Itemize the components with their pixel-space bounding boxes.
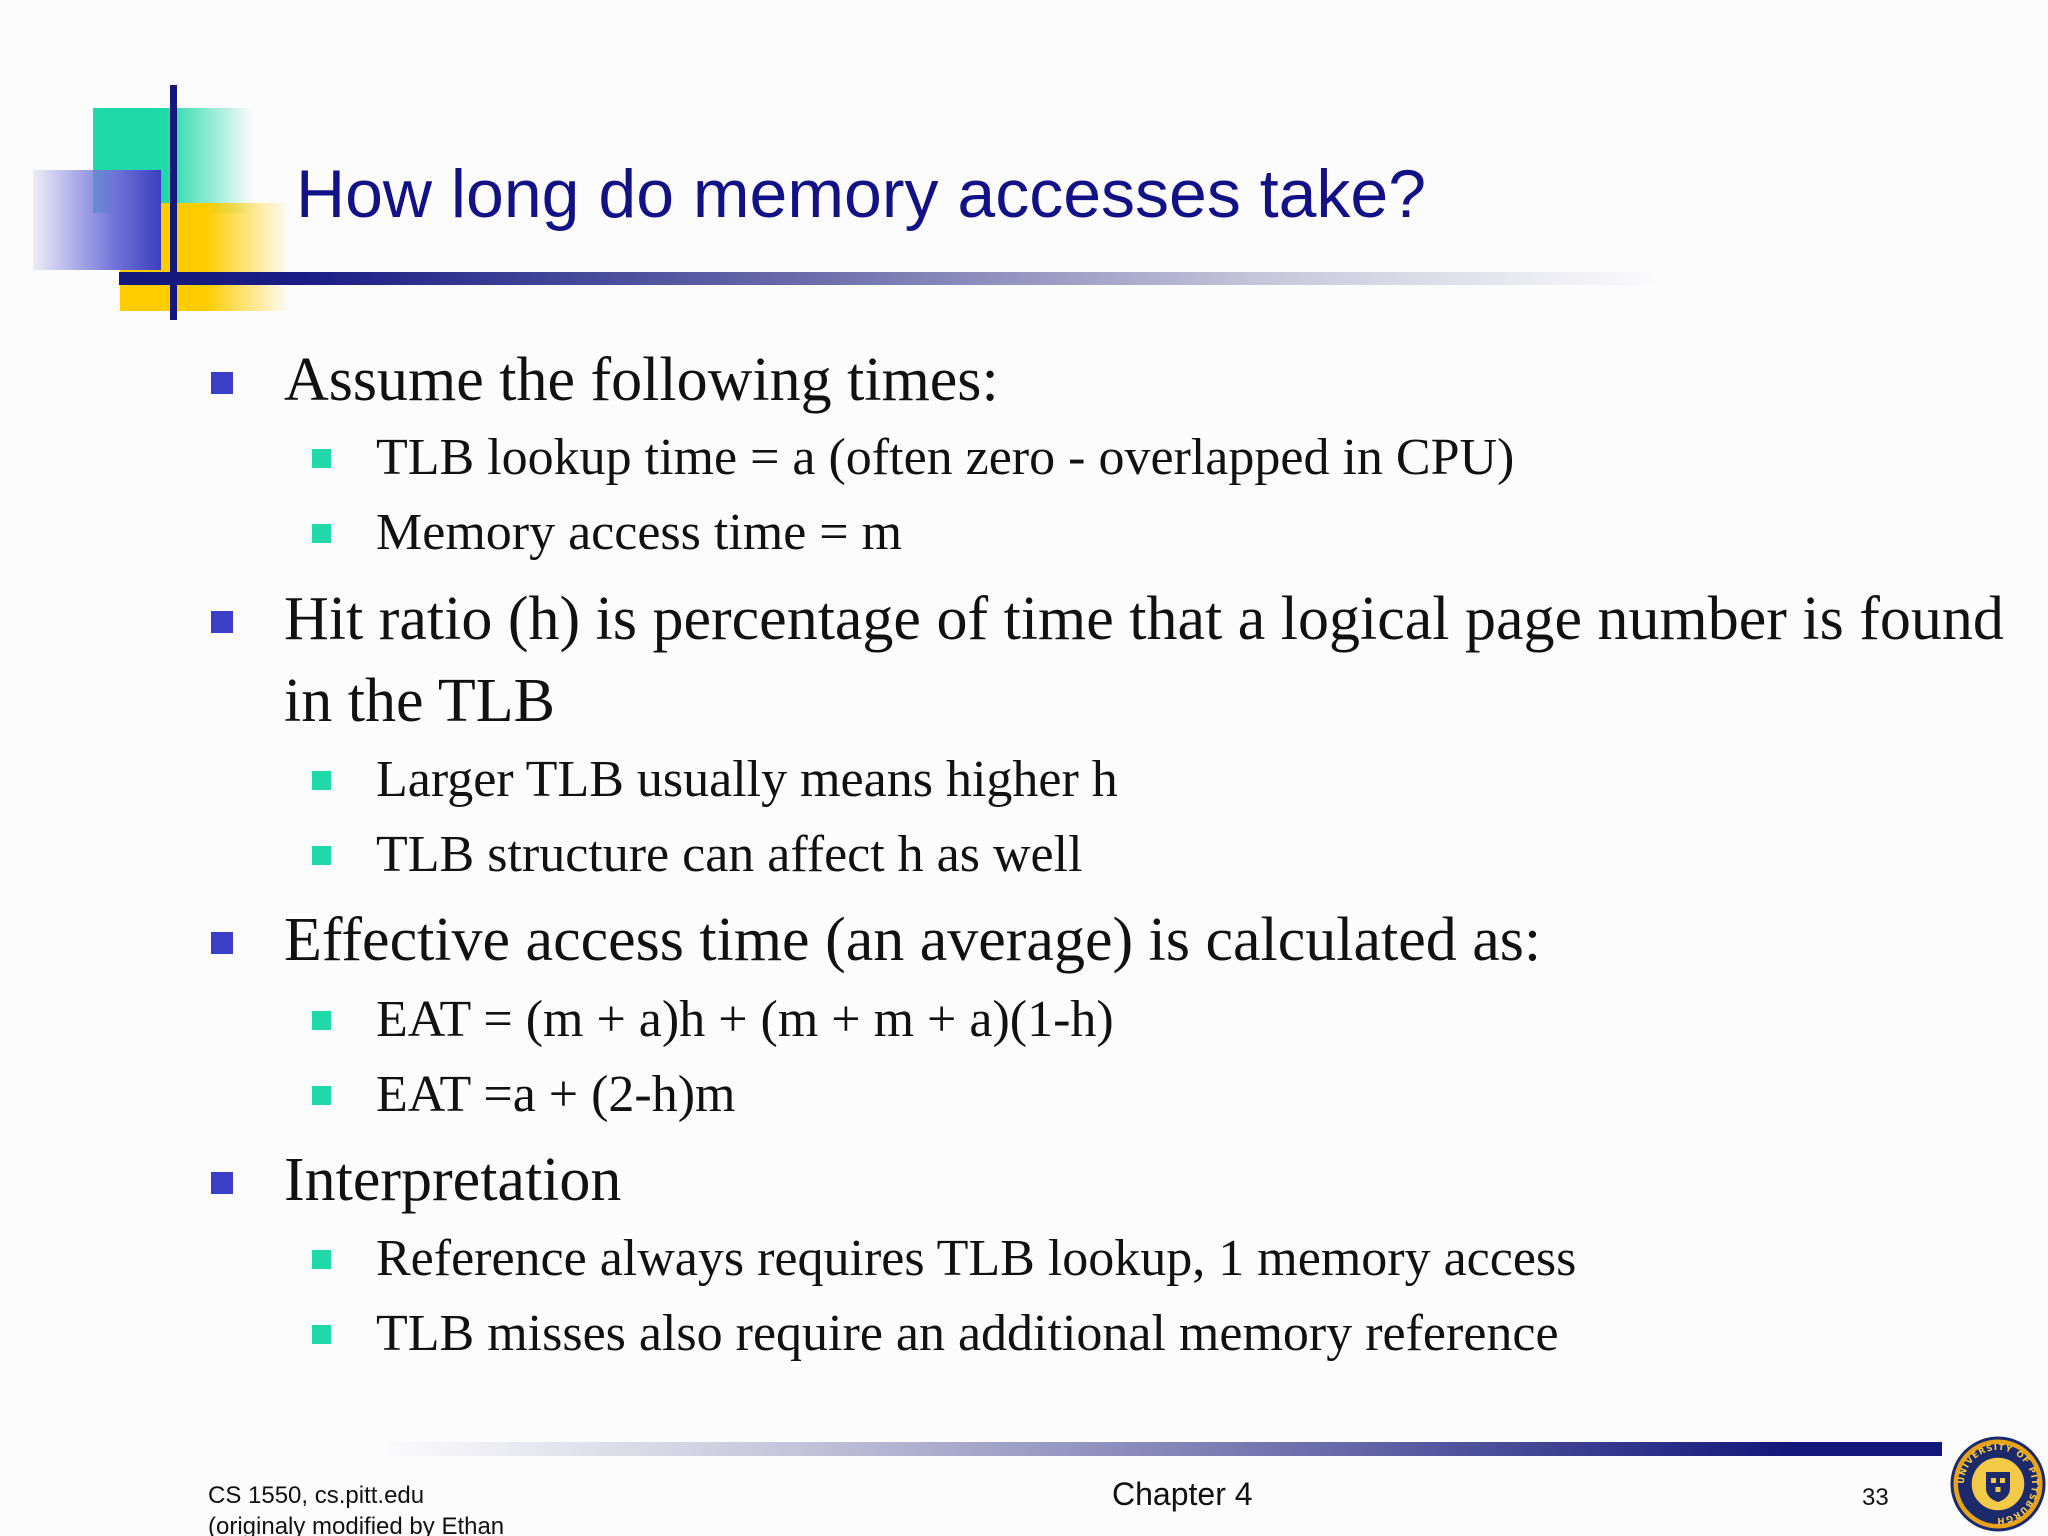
bullet-2: Hit ratio (h) is percentage of time that… [211, 578, 2014, 742]
footer-course: CS 1550, cs.pitt.edu [208, 1482, 425, 1509]
footer-credit: (originaly modified by Ethan [208, 1513, 505, 1536]
square-bullet-icon [312, 1011, 331, 1030]
university-seal-icon: UNIVERSITY OF PITTSBURGH [1950, 1436, 2046, 1532]
bullet-4-text: Interpretation [284, 1146, 622, 1214]
page-number: 33 [1862, 1484, 1889, 1511]
square-bullet-icon [312, 1250, 331, 1269]
footer-course-info: CS 1550, cs.pitt.edu (originaly modified… [208, 1480, 504, 1536]
bullet-3-sub-1: EAT = (m + a)h + (m + m + a)(1-h) [312, 990, 1114, 1049]
bullet-2-sub-2-text: TLB structure can affect h as well [376, 826, 1083, 883]
bullet-2-sub-2: TLB structure can affect h as well [312, 825, 1083, 884]
square-bullet-icon [312, 846, 331, 865]
square-bullet-icon [312, 1325, 331, 1344]
bullet-1-sub-1: TLB lookup time = a (often zero - overla… [312, 428, 1514, 487]
square-bullet-icon [312, 524, 331, 543]
slide-title: How long do memory accesses take? [296, 156, 1427, 232]
bullet-4: Interpretation [211, 1140, 621, 1222]
bullet-3-sub-2-text: EAT =a + (2-h)m [376, 1066, 736, 1123]
title-underline [119, 272, 1659, 285]
square-bullet-icon [211, 372, 233, 394]
decor-blue-square [33, 170, 161, 270]
bullet-2-sub-1-text: Larger TLB usually means higher h [376, 751, 1118, 808]
square-bullet-icon [211, 1172, 233, 1194]
square-bullet-icon [312, 771, 331, 790]
bullet-2-sub-1: Larger TLB usually means higher h [312, 750, 1118, 809]
bullet-4-sub-1: Reference always requires TLB lookup, 1 … [312, 1229, 1576, 1288]
footer-chapter: Chapter 4 [1112, 1476, 1253, 1512]
bullet-3-sub-1-text: EAT = (m + a)h + (m + m + a)(1-h) [376, 991, 1114, 1048]
square-bullet-icon [312, 1086, 331, 1105]
decor-vertical-line [170, 85, 177, 320]
bullet-3: Effective access time (an average) is ca… [211, 900, 1541, 982]
bullet-1-sub-1-text: TLB lookup time = a (often zero - overla… [376, 429, 1515, 486]
bullet-1-sub-2: Memory access time = m [312, 503, 902, 562]
square-bullet-icon [211, 611, 233, 633]
bullet-3-sub-2: EAT =a + (2-h)m [312, 1065, 736, 1124]
bullet-4-sub-1-text: Reference always requires TLB lookup, 1 … [376, 1230, 1577, 1287]
bullet-4-sub-2: TLB misses also require an additional me… [312, 1304, 1559, 1363]
square-bullet-icon [211, 932, 233, 954]
bullet-1-text: Assume the following times: [284, 346, 999, 414]
bullet-2-text: Hit ratio (h) is percentage of time that… [284, 585, 2004, 735]
bullet-1-sub-2-text: Memory access time = m [376, 504, 903, 561]
footer-rule [380, 1442, 1942, 1456]
bullet-4-sub-2-text: TLB misses also require an additional me… [376, 1305, 1559, 1362]
bullet-1: Assume the following times: [211, 340, 999, 422]
bullet-3-text: Effective access time (an average) is ca… [284, 906, 1542, 974]
square-bullet-icon [312, 449, 331, 468]
